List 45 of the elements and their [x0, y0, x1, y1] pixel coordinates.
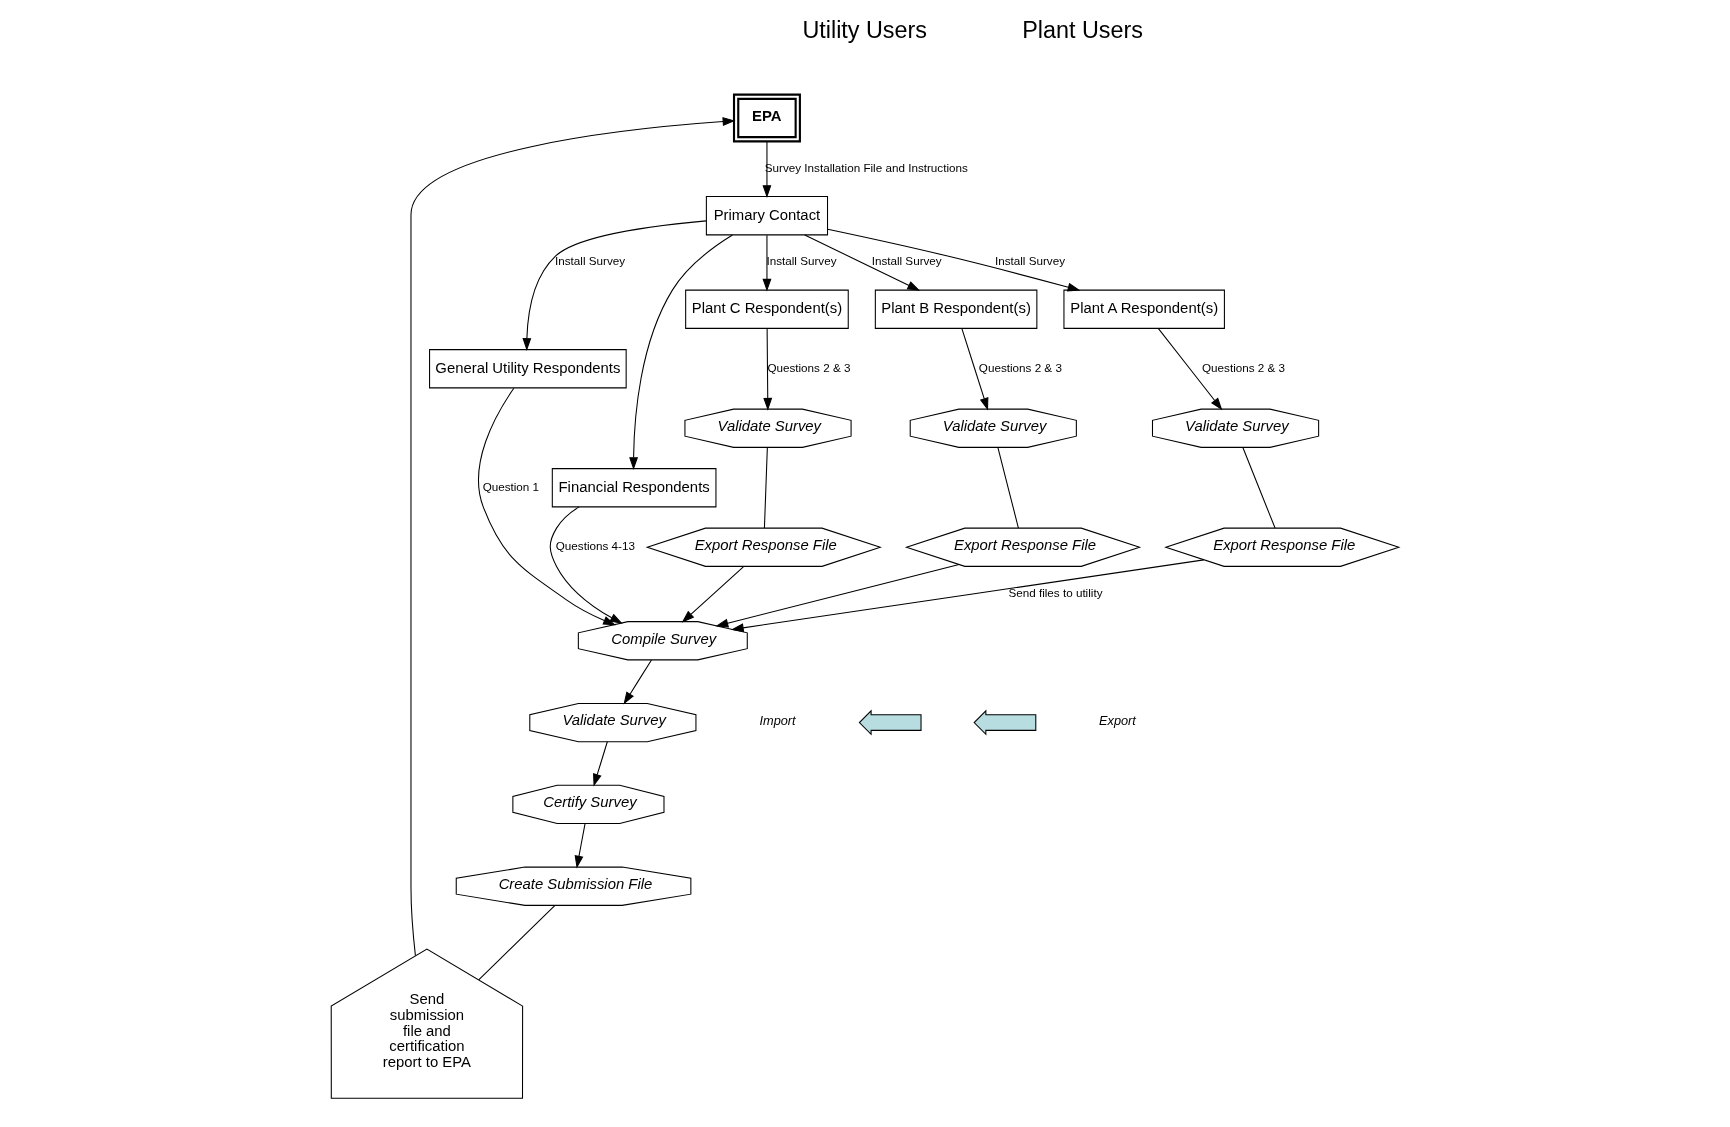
label: Import [759, 712, 796, 728]
arrow [522, 220, 707, 351]
arrow [762, 234, 772, 292]
node-box: General Utility Respondents [429, 349, 627, 389]
connector [997, 447, 1019, 529]
connector [1242, 447, 1276, 529]
node-box: Financial Respondents [551, 468, 717, 508]
arrow [478, 387, 616, 626]
arrow [1157, 328, 1223, 411]
node-box: Primary Contact [705, 196, 829, 236]
node-box: Plant B Respondent(s) [874, 289, 1038, 329]
arrow [715, 564, 960, 628]
arrow [730, 559, 1205, 633]
edge-label: Install Survey [766, 254, 837, 268]
arrow [961, 328, 989, 411]
label: Export [1099, 712, 1136, 728]
node-box: Plant C Respondent(s) [685, 289, 849, 329]
node-arrow [858, 709, 922, 736]
edge-label: Send files to utility [1008, 585, 1103, 599]
arrow [763, 328, 773, 411]
arrow [629, 234, 733, 470]
label: Plant Users [1022, 16, 1143, 43]
node-box: Plant A Respondent(s) [1063, 289, 1225, 329]
label: Utility Users [802, 16, 928, 43]
arrow [549, 506, 623, 624]
edge-label: Install Survey [994, 254, 1065, 268]
node-box: EPA [732, 93, 801, 143]
arrow [593, 741, 608, 787]
node-arrow [973, 709, 1037, 736]
edge-label: Questions 2 & 3 [978, 360, 1062, 374]
arrow [762, 141, 772, 198]
connector [478, 904, 556, 981]
edge-label: Questions 2 & 3 [1202, 360, 1286, 374]
edge-label: Question 1 [482, 479, 540, 493]
edge-label: Questions 2 & 3 [767, 360, 851, 374]
arrow [410, 117, 736, 957]
edge-label: Install Survey [555, 254, 626, 268]
connector [763, 447, 768, 529]
arrow [681, 566, 744, 623]
edge-label: Install Survey [871, 254, 942, 268]
arrow [827, 228, 1081, 292]
arrow [804, 234, 921, 291]
edge-label: Questions 4-13 [555, 539, 635, 553]
arrow [623, 659, 652, 705]
arrow [574, 823, 586, 869]
